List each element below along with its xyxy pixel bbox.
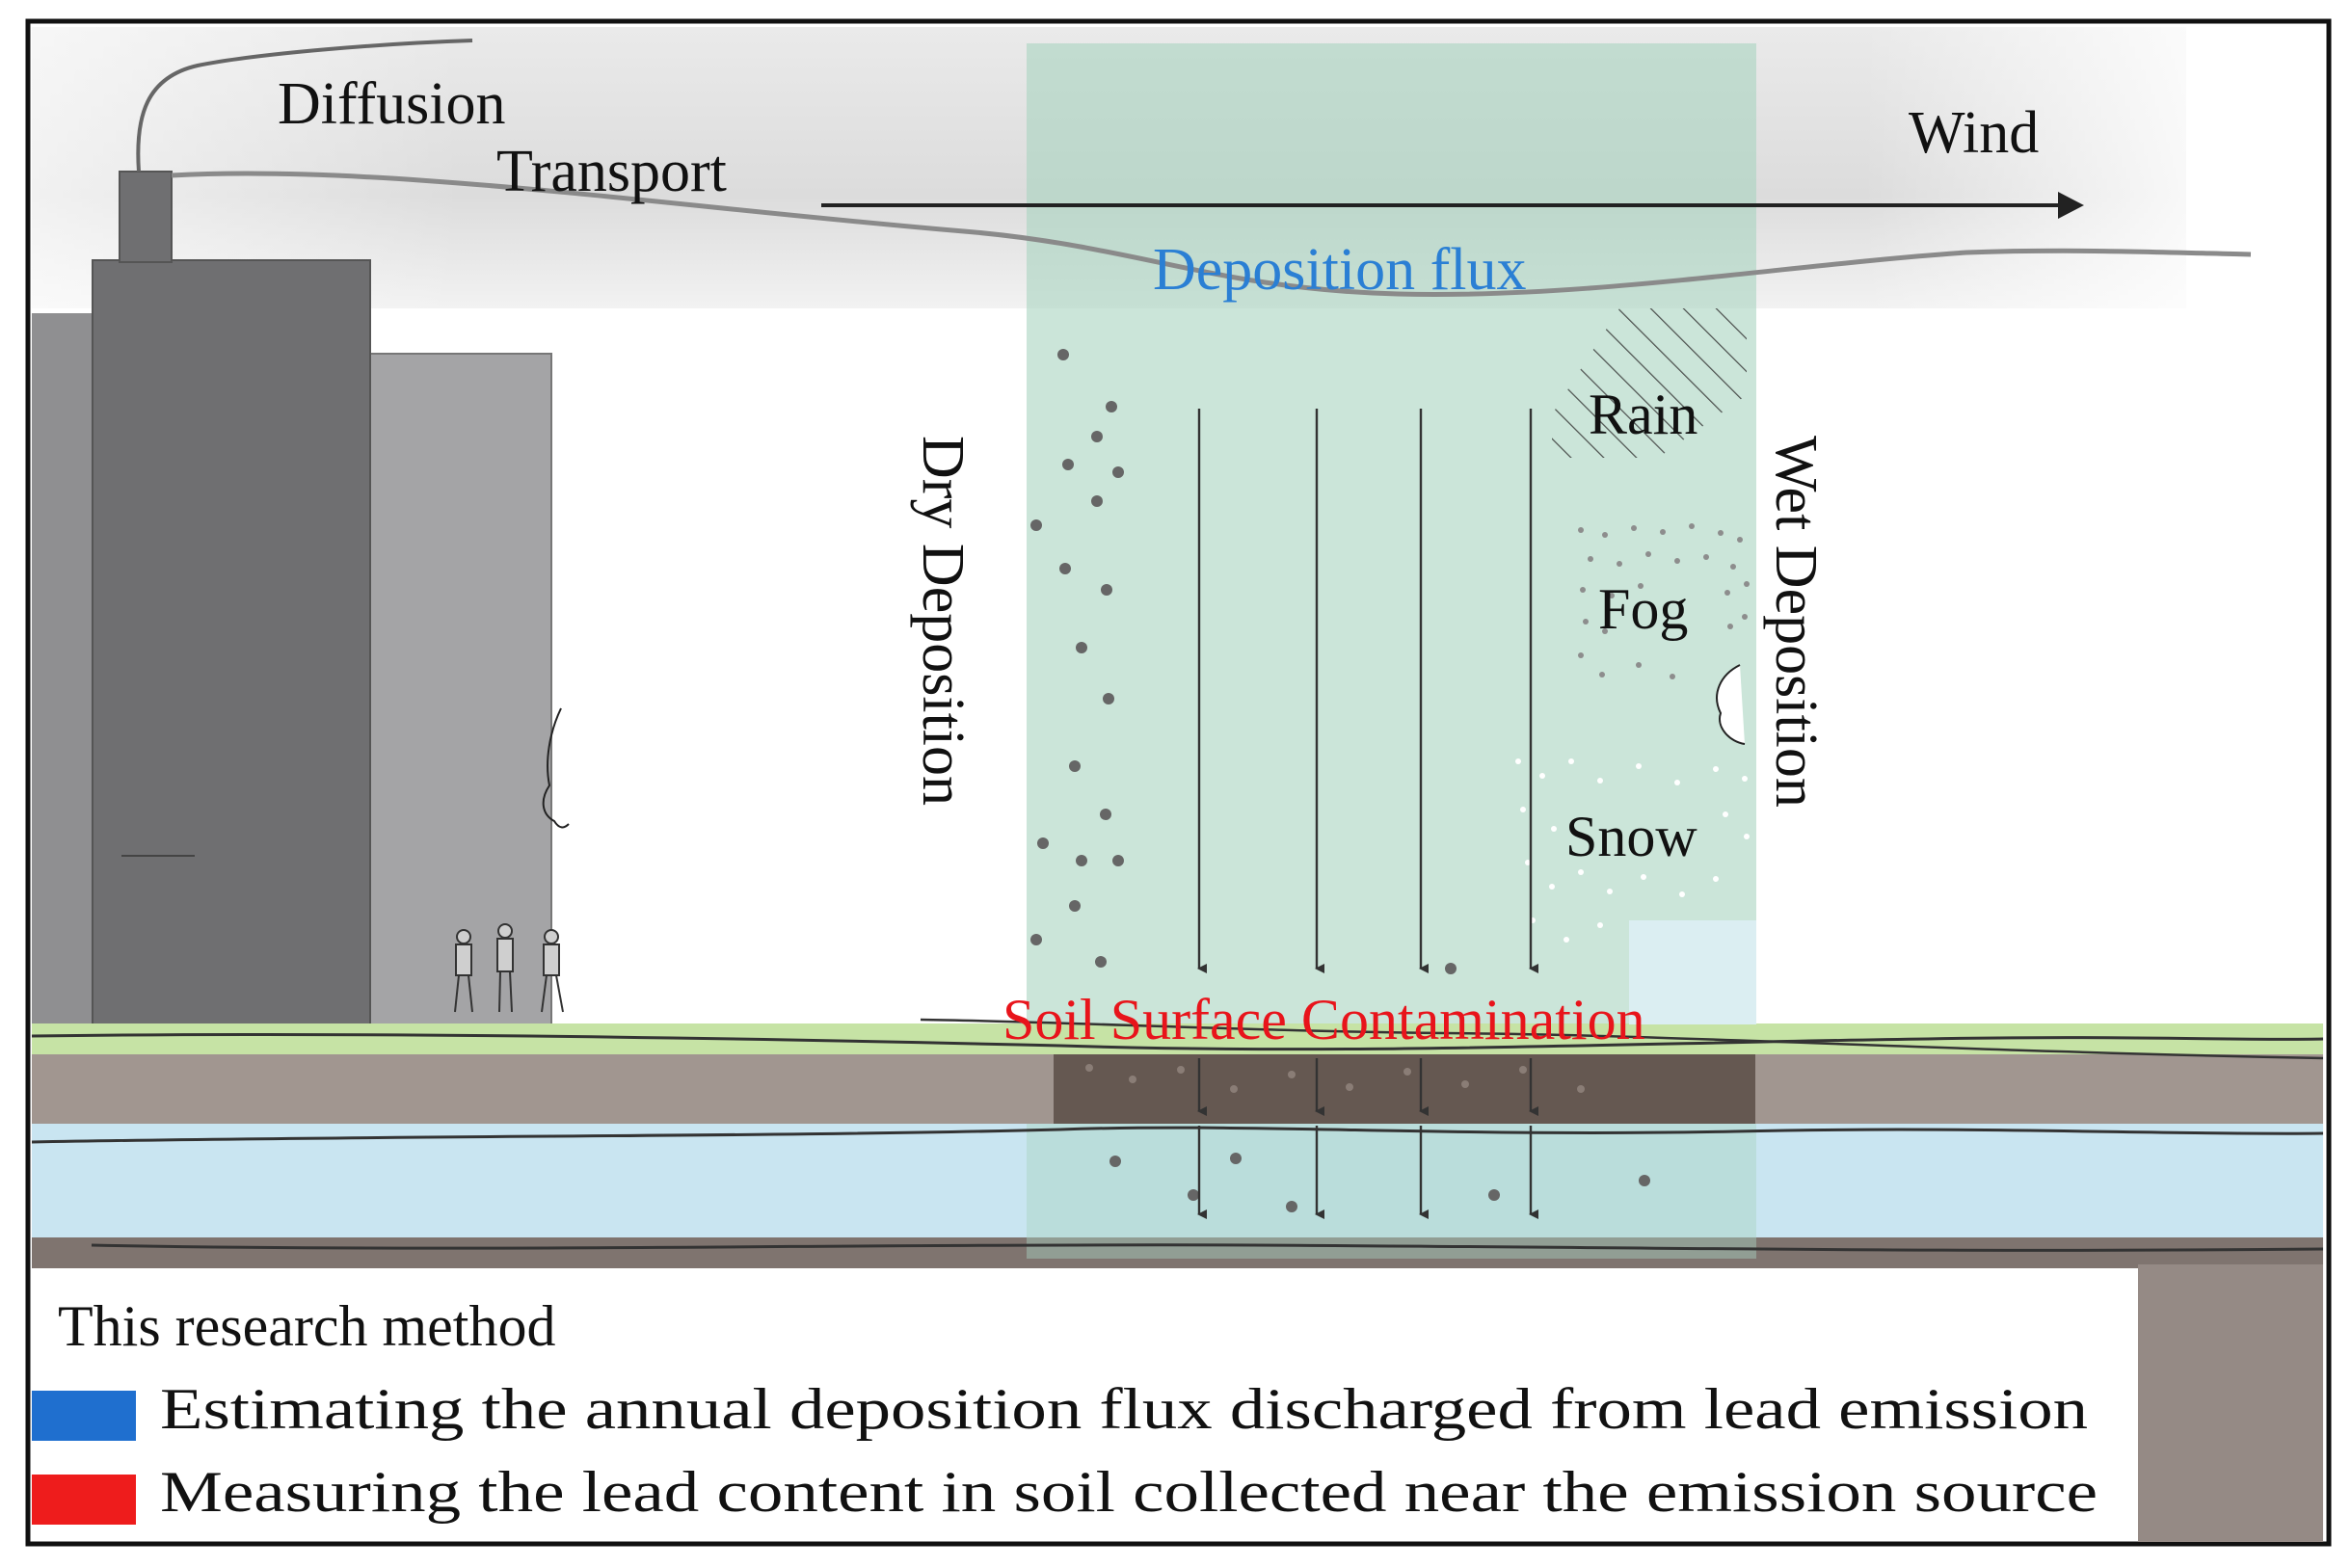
legend-swatch-red bbox=[32, 1475, 136, 1525]
zone-overlay-lower bbox=[1027, 1124, 1756, 1259]
groundwater-layer bbox=[32, 1124, 2323, 1239]
fog-dots bbox=[1578, 523, 1750, 679]
transport-line bbox=[171, 171, 2252, 297]
legend-box bbox=[32, 1268, 2138, 1540]
people bbox=[454, 923, 564, 1013]
building-right bbox=[365, 353, 552, 1027]
label-rain: Rain bbox=[1589, 383, 1697, 446]
bedrock-right bbox=[2138, 1264, 2323, 1542]
label-fog: Fog bbox=[1598, 577, 1688, 641]
tree-right bbox=[1716, 664, 1746, 745]
snow-dots bbox=[1515, 758, 1750, 943]
label-diffusion: Diffusion bbox=[278, 71, 506, 137]
legend-title: This research method bbox=[58, 1294, 555, 1358]
person-3 bbox=[541, 929, 564, 1013]
buildings bbox=[32, 171, 552, 1027]
smokestack bbox=[119, 171, 173, 263]
deposition-arrows bbox=[1197, 409, 1538, 1219]
water-line-bottom bbox=[91, 1243, 2324, 1252]
wind-arrow-head bbox=[2058, 192, 2084, 219]
soil-particles bbox=[1085, 1064, 1585, 1093]
smoke-plume bbox=[136, 39, 473, 173]
label-soil-surface: Soil Surface Contamination bbox=[1002, 988, 1645, 1051]
ground-line-2 bbox=[920, 1018, 2324, 1060]
label-dry-deposition: Dry Deposition bbox=[910, 436, 976, 806]
dry-particles bbox=[1030, 349, 1650, 1212]
label-transport: Transport bbox=[496, 139, 727, 204]
bedrock-layer bbox=[32, 1237, 2323, 1270]
snow-box bbox=[1629, 920, 1756, 1024]
tree-left bbox=[542, 707, 570, 829]
label-wind: Wind bbox=[1909, 100, 2039, 166]
soil-contaminated bbox=[1054, 1054, 1755, 1124]
label-wet-deposition: Wet Deposition bbox=[1763, 436, 1829, 808]
legend-swatch-blue bbox=[32, 1391, 136, 1441]
water-line-top bbox=[31, 1126, 2324, 1144]
building-back bbox=[32, 313, 94, 1026]
rain-hatch bbox=[1552, 308, 1747, 458]
person-2 bbox=[496, 923, 514, 1013]
person-1 bbox=[454, 929, 473, 1013]
label-snow: Snow bbox=[1565, 805, 1697, 868]
building-main bbox=[92, 259, 371, 1027]
legend-item-blue: Estimating the annual deposition flux di… bbox=[160, 1377, 2088, 1441]
ground-line-1 bbox=[31, 1032, 2324, 1051]
label-deposition-flux: Deposition flux bbox=[1153, 237, 1526, 303]
legend-item-red: Measuring the lead content in soil colle… bbox=[160, 1460, 2098, 1524]
